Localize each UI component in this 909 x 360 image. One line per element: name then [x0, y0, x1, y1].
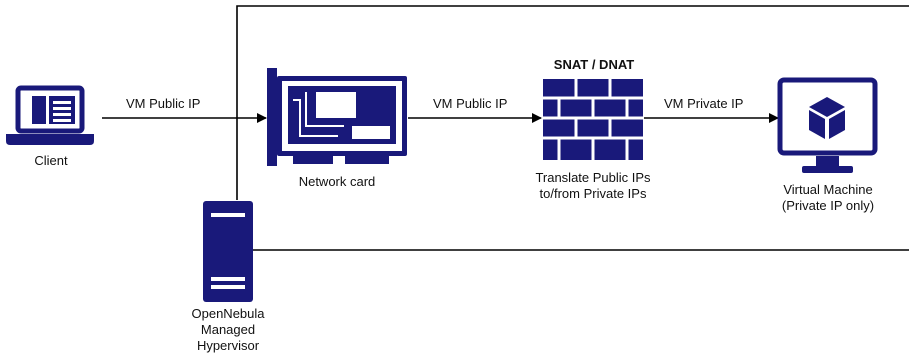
firewall-title: SNAT / DNAT: [553, 57, 635, 72]
network-card-icon: [267, 68, 407, 166]
hypervisor-label-line1: OpenNebula: [191, 306, 265, 321]
firewall-icon: [543, 79, 643, 160]
hypervisor-boundary: [236, 5, 909, 251]
hypervisor-label-line3: Hypervisor: [196, 338, 260, 353]
edge-label-firewall-to-vm: VM Private IP: [664, 96, 744, 111]
edge-label-client-to-card: VM Public IP: [126, 96, 201, 111]
vm-label-line1: Virtual Machine: [783, 182, 873, 197]
monitor-cube-icon: [777, 77, 878, 173]
laptop-icon: [6, 85, 94, 145]
vm-label-line2: (Private IP only): [781, 198, 875, 213]
network-card-label: Network card: [298, 174, 376, 189]
hypervisor-label-line2: Managed: [200, 322, 256, 337]
firewall-caption-line1: Translate Public IPs: [535, 170, 651, 185]
firewall-caption-line2: to/from Private IPs: [539, 186, 647, 201]
edge-label-card-to-firewall: VM Public IP: [433, 96, 508, 111]
server-tower-icon: [203, 201, 253, 302]
client-label: Client: [34, 153, 68, 168]
